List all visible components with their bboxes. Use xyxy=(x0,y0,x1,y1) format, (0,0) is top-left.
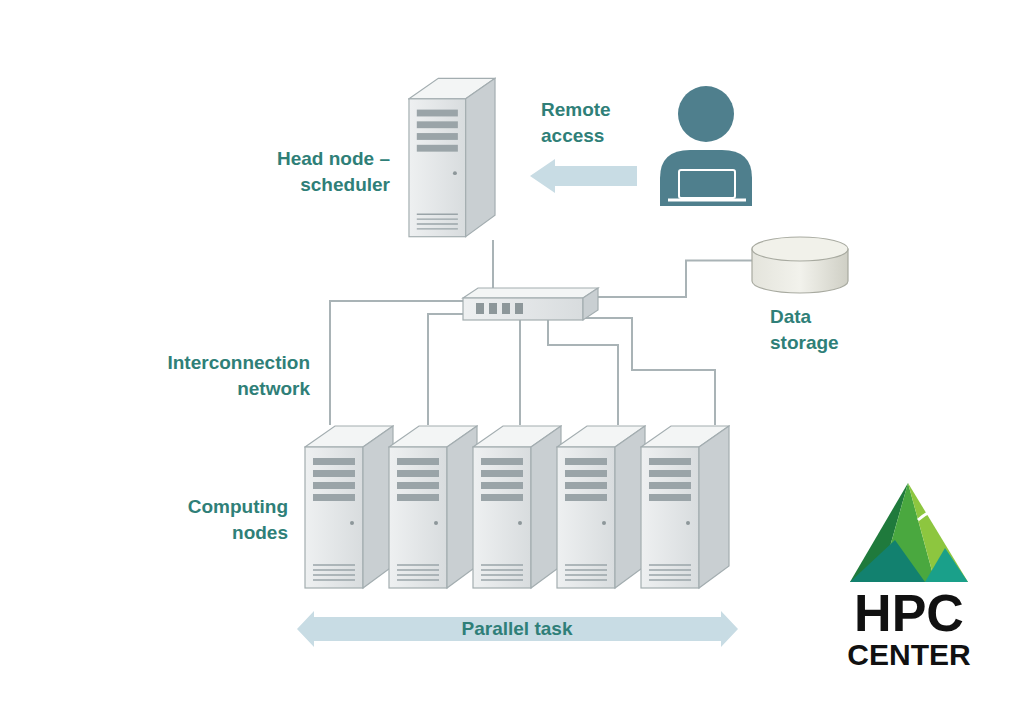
head-node-server xyxy=(409,78,495,236)
storage-cylinder xyxy=(752,237,848,293)
compute-server xyxy=(641,426,729,588)
parallel-band xyxy=(297,611,738,647)
cable-segment xyxy=(492,240,494,288)
network-cable xyxy=(493,240,494,288)
remote-access-label: Remote access xyxy=(541,97,656,149)
node-label: Head node – scheduler xyxy=(250,146,390,198)
compute-server xyxy=(389,426,477,588)
access-arrow xyxy=(530,159,637,193)
cable-segment xyxy=(580,318,715,425)
network-cable xyxy=(598,261,752,298)
network-switch-node: Interconnection network xyxy=(463,288,598,320)
logo-text: HPC xyxy=(838,585,980,641)
cable-segment xyxy=(428,314,463,425)
head-node: Head node – scheduler xyxy=(408,76,496,240)
cable-segment xyxy=(519,320,521,425)
node-label: Data storage xyxy=(770,304,870,356)
storage-node: Data storage xyxy=(752,237,848,294)
compute-server xyxy=(557,426,645,588)
cable-segment xyxy=(598,261,752,298)
compute-server xyxy=(305,426,393,588)
logo-text: CENTER xyxy=(838,638,980,672)
computing-group: Computing nodes xyxy=(300,425,734,591)
cable-segment xyxy=(330,301,463,425)
node-label: Computing nodes xyxy=(158,494,288,546)
parallel-task-label: Parallel task xyxy=(367,617,667,641)
network-switch xyxy=(463,288,598,320)
hpc-logo xyxy=(850,483,968,582)
cable-segment xyxy=(548,320,618,425)
user-icon xyxy=(660,86,752,206)
node-label: Interconnection network xyxy=(140,350,310,402)
compute-server xyxy=(473,426,561,588)
